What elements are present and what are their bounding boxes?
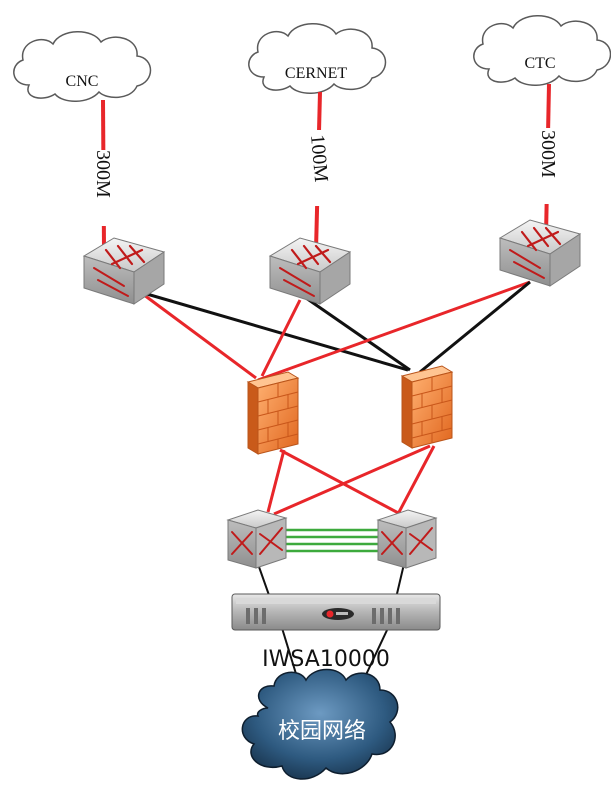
firewall-icon bbox=[247, 371, 299, 455]
isp-name-ctc: CTC bbox=[524, 55, 555, 72]
core-switch-2 bbox=[377, 509, 437, 569]
firewall-icon bbox=[401, 365, 453, 449]
isp-cloud-cernet: CERNET bbox=[248, 22, 387, 95]
firewall-1 bbox=[247, 371, 299, 455]
router-icon bbox=[268, 236, 352, 306]
link-cnc-fw1 bbox=[139, 290, 257, 380]
bandwidth-label-cnc: 300M bbox=[92, 150, 114, 198]
campus-network-label: 校园网络 bbox=[278, 719, 366, 744]
link-fw2-sw2 bbox=[396, 445, 436, 515]
router-ctc bbox=[498, 218, 582, 288]
isp-cloud-cnc: CNC bbox=[13, 30, 152, 103]
firewall-2 bbox=[401, 365, 453, 449]
core-switch-icon bbox=[377, 509, 437, 569]
isp-name-cernet: CERNET bbox=[285, 65, 347, 82]
router-cernet bbox=[268, 236, 352, 306]
campus-network-cloud: 校园网络 bbox=[241, 668, 399, 780]
link-cnc-fw2 bbox=[139, 290, 409, 372]
link-ctc-fw1 bbox=[257, 280, 531, 382]
isp-name-cnc: CNC bbox=[66, 73, 99, 90]
switch-appliance-links bbox=[257, 563, 405, 599]
router-icon bbox=[498, 218, 582, 288]
link-fw1-sw1 bbox=[266, 449, 286, 513]
core-switch-1 bbox=[227, 509, 287, 569]
link-fw2-sw1 bbox=[273, 444, 431, 516]
appliance-label: IWSA10000 bbox=[262, 647, 390, 672]
core-stack-links bbox=[282, 528, 382, 553]
iwsa-appliance: IWSA10000 bbox=[231, 593, 441, 672]
core-switch-icon bbox=[227, 509, 287, 569]
link-cernet-fw1 bbox=[260, 299, 302, 377]
link-ctc-fw2 bbox=[419, 280, 531, 374]
isp-cloud-ctc: CTC bbox=[473, 14, 611, 87]
bandwidth-label-cernet: 100M bbox=[306, 134, 332, 184]
server-rack-icon bbox=[231, 593, 441, 631]
bandwidth-label-ctc: 300M bbox=[537, 130, 559, 178]
router-firewall-links bbox=[139, 280, 531, 382]
firewall-switch-links bbox=[266, 444, 436, 518]
link-cernet-fw2 bbox=[305, 296, 411, 372]
